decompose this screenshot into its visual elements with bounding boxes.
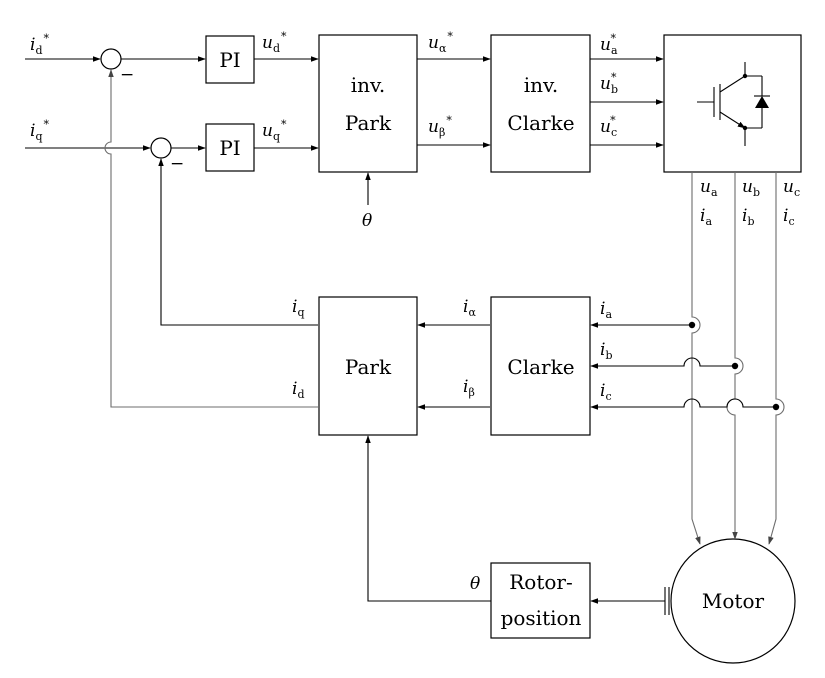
label-ialpha: iα — [463, 297, 476, 319]
label-ualpha-ref: uα* — [428, 30, 453, 55]
inv-clarke-block: inv. Clarke — [490, 34, 591, 173]
sum-junction-q — [150, 137, 172, 159]
label-ubeta-ref: uβ* — [428, 114, 452, 139]
motor-block: Motor — [670, 538, 796, 664]
label-iq-ref: iq* — [30, 118, 49, 143]
wire-ic-sense — [590, 398, 776, 410]
inverter-block — [663, 34, 802, 173]
label-uc: uc — [783, 177, 800, 199]
minus-sign-q: − — [170, 154, 184, 174]
label-ud-ref: ud* — [262, 30, 287, 55]
junction-dot-a — [688, 321, 696, 329]
inv-park-label-2: Park — [345, 111, 392, 135]
rotor-label-1: Rotor- — [509, 570, 573, 594]
label-ib-phase: ib — [742, 206, 754, 228]
park-block: Park — [318, 296, 418, 436]
label-uq-ref: uq* — [262, 118, 287, 143]
rotor-position-block: Rotor- position — [490, 562, 591, 639]
label-ua: ua — [700, 177, 718, 199]
label-theta-rotor: θ — [470, 574, 480, 594]
label-ibeta: iβ — [463, 377, 475, 399]
pi-controller-d: PI — [205, 35, 255, 84]
label-ub-ref: ub* — [600, 71, 618, 96]
sum-junction-d — [100, 48, 122, 70]
wire-iq-feedback — [158, 158, 318, 326]
label-ib-sense: ib — [600, 340, 612, 362]
wire-theta-to-park — [365, 435, 491, 602]
inv-clarke-label-2: Clarke — [507, 111, 574, 135]
wire-id-feedback — [104, 69, 318, 408]
clarke-label: Clarke — [507, 355, 574, 379]
inv-park-label-1: inv. — [351, 73, 386, 97]
wire-ib-sense — [590, 357, 735, 369]
wire-phase-b — [726, 172, 744, 540]
wire-phase-a — [691, 172, 701, 545]
label-theta-inv-park: θ — [362, 211, 372, 231]
motor-label: Motor — [702, 589, 765, 613]
label-ia-sense: ia — [600, 299, 612, 321]
label-ub: ub — [742, 177, 760, 199]
wire-phase-c — [768, 172, 785, 545]
label-id-ref: id* — [30, 32, 49, 57]
pi-d-label: PI — [219, 48, 240, 72]
rotor-label-2: position — [501, 606, 582, 630]
label-id-feedback: id — [292, 379, 304, 401]
inv-clarke-label-1: inv. — [524, 73, 559, 97]
pi-q-label: PI — [219, 136, 240, 160]
label-ua-ref: ua* — [600, 32, 618, 57]
igbt-icon — [697, 62, 770, 146]
minus-sign-d: − — [120, 65, 134, 85]
junction-dot-c — [772, 403, 780, 411]
label-iq-feedback: iq — [292, 297, 304, 319]
junction-dot-b — [731, 362, 739, 370]
label-ic-phase: ic — [783, 206, 795, 228]
inv-park-block: inv. Park — [318, 34, 418, 173]
park-label: Park — [345, 355, 392, 379]
pi-controller-q: PI — [205, 123, 255, 172]
label-ia-phase: ia — [700, 206, 712, 228]
clarke-block: Clarke — [490, 296, 591, 436]
label-uc-ref: uc* — [600, 114, 617, 139]
label-ic-sense: ic — [600, 381, 612, 403]
